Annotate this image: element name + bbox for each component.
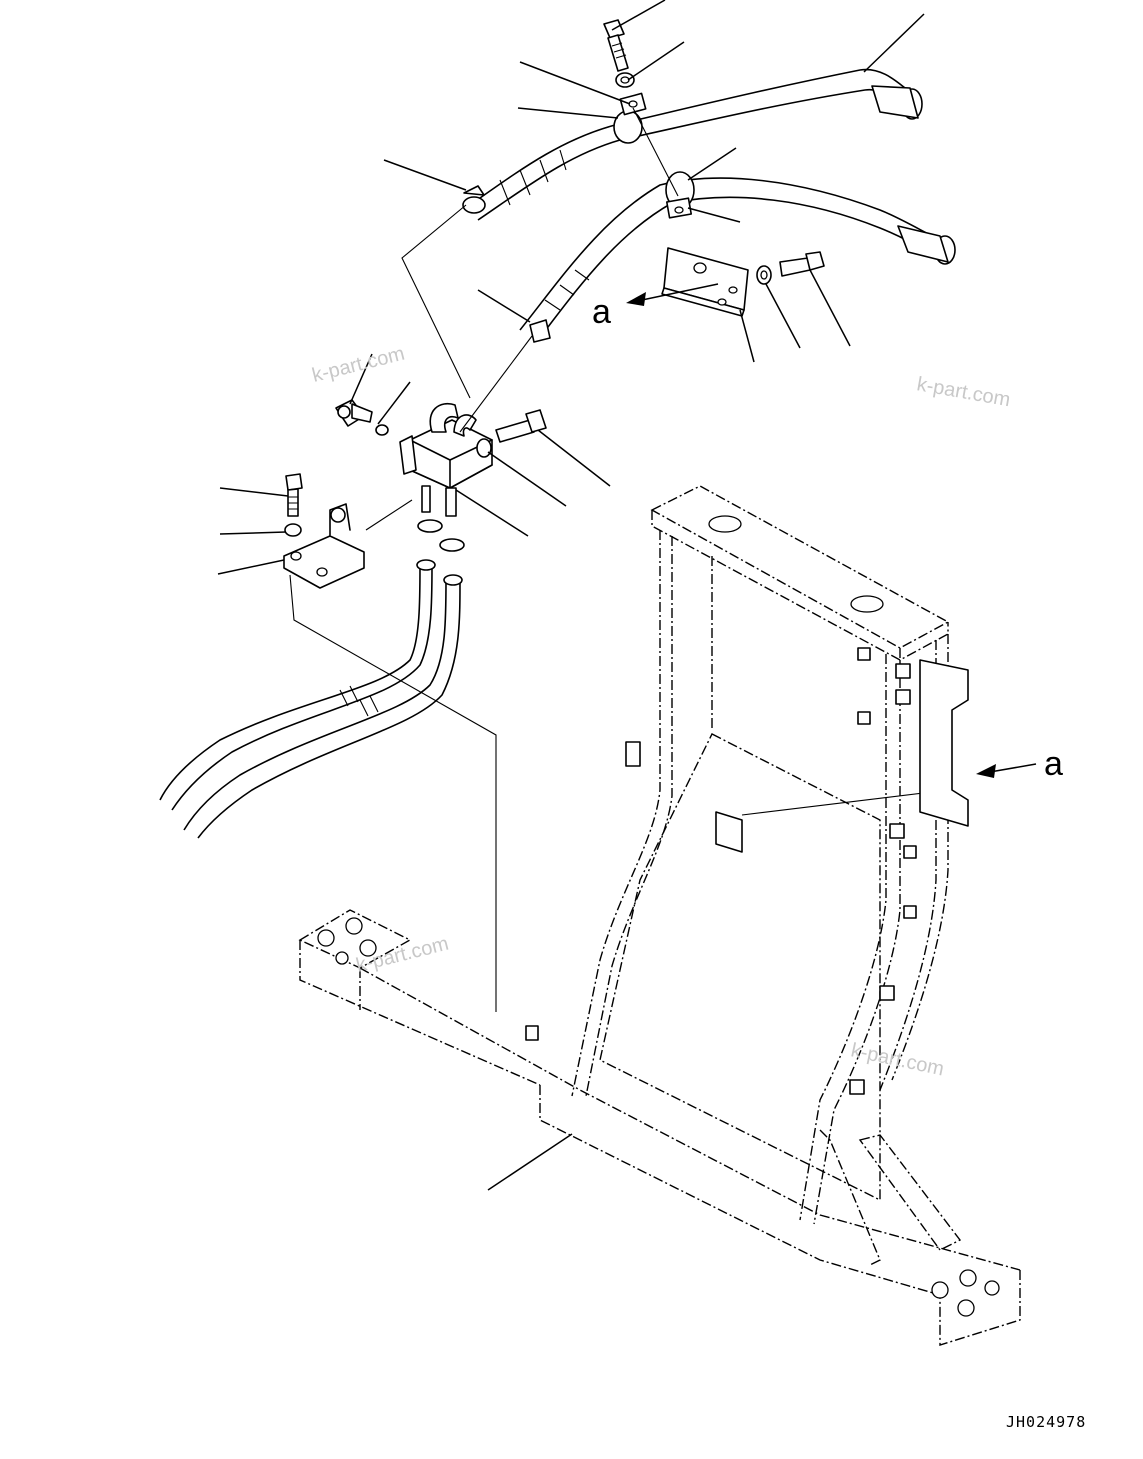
assembly-line-left [401, 204, 471, 399]
mounting-plate [661, 247, 749, 317]
frame-bolts [525, 647, 917, 1095]
washer-top [615, 72, 635, 88]
washer-valve [476, 438, 492, 458]
hose-clip [529, 319, 551, 343]
view-arrow-a: a [592, 283, 719, 331]
view-arrow-a-frame: a [976, 745, 1063, 783]
view-label-a-frame: a [1044, 745, 1063, 783]
watermark-3: k-part.com [354, 933, 451, 977]
hose-clamps-lower [417, 519, 465, 552]
assembly-line-clamps [632, 107, 679, 197]
upper-hose-long [469, 68, 923, 221]
frame-clip [715, 811, 743, 853]
washer-plate [756, 265, 772, 285]
watermark-1: k-part.com [310, 343, 407, 387]
assembly-line-block [365, 499, 413, 531]
o-ring [375, 424, 389, 436]
view-label-a: a [592, 293, 611, 331]
drawing-code: JH024978 [1006, 1413, 1086, 1431]
watermark-2: k-part.com [915, 373, 1012, 411]
elbow-fitting [335, 399, 373, 427]
bolt-valve [495, 409, 547, 443]
assembly-line-bracket [289, 574, 497, 1012]
assembly-line-valve [459, 335, 533, 433]
hose-clamp-middle [665, 171, 695, 219]
bolt-plate [779, 251, 825, 277]
hose-band-clamp-left [462, 185, 486, 214]
upper-hose-branch [519, 177, 956, 341]
valve-bracket [283, 503, 365, 589]
main-frame [298, 485, 1021, 1346]
washer-bracket [284, 523, 302, 537]
bolt-bracket [285, 473, 303, 517]
leader-lines [217, 0, 925, 1191]
lower-hoses [159, 559, 463, 839]
valve-block [399, 403, 493, 517]
